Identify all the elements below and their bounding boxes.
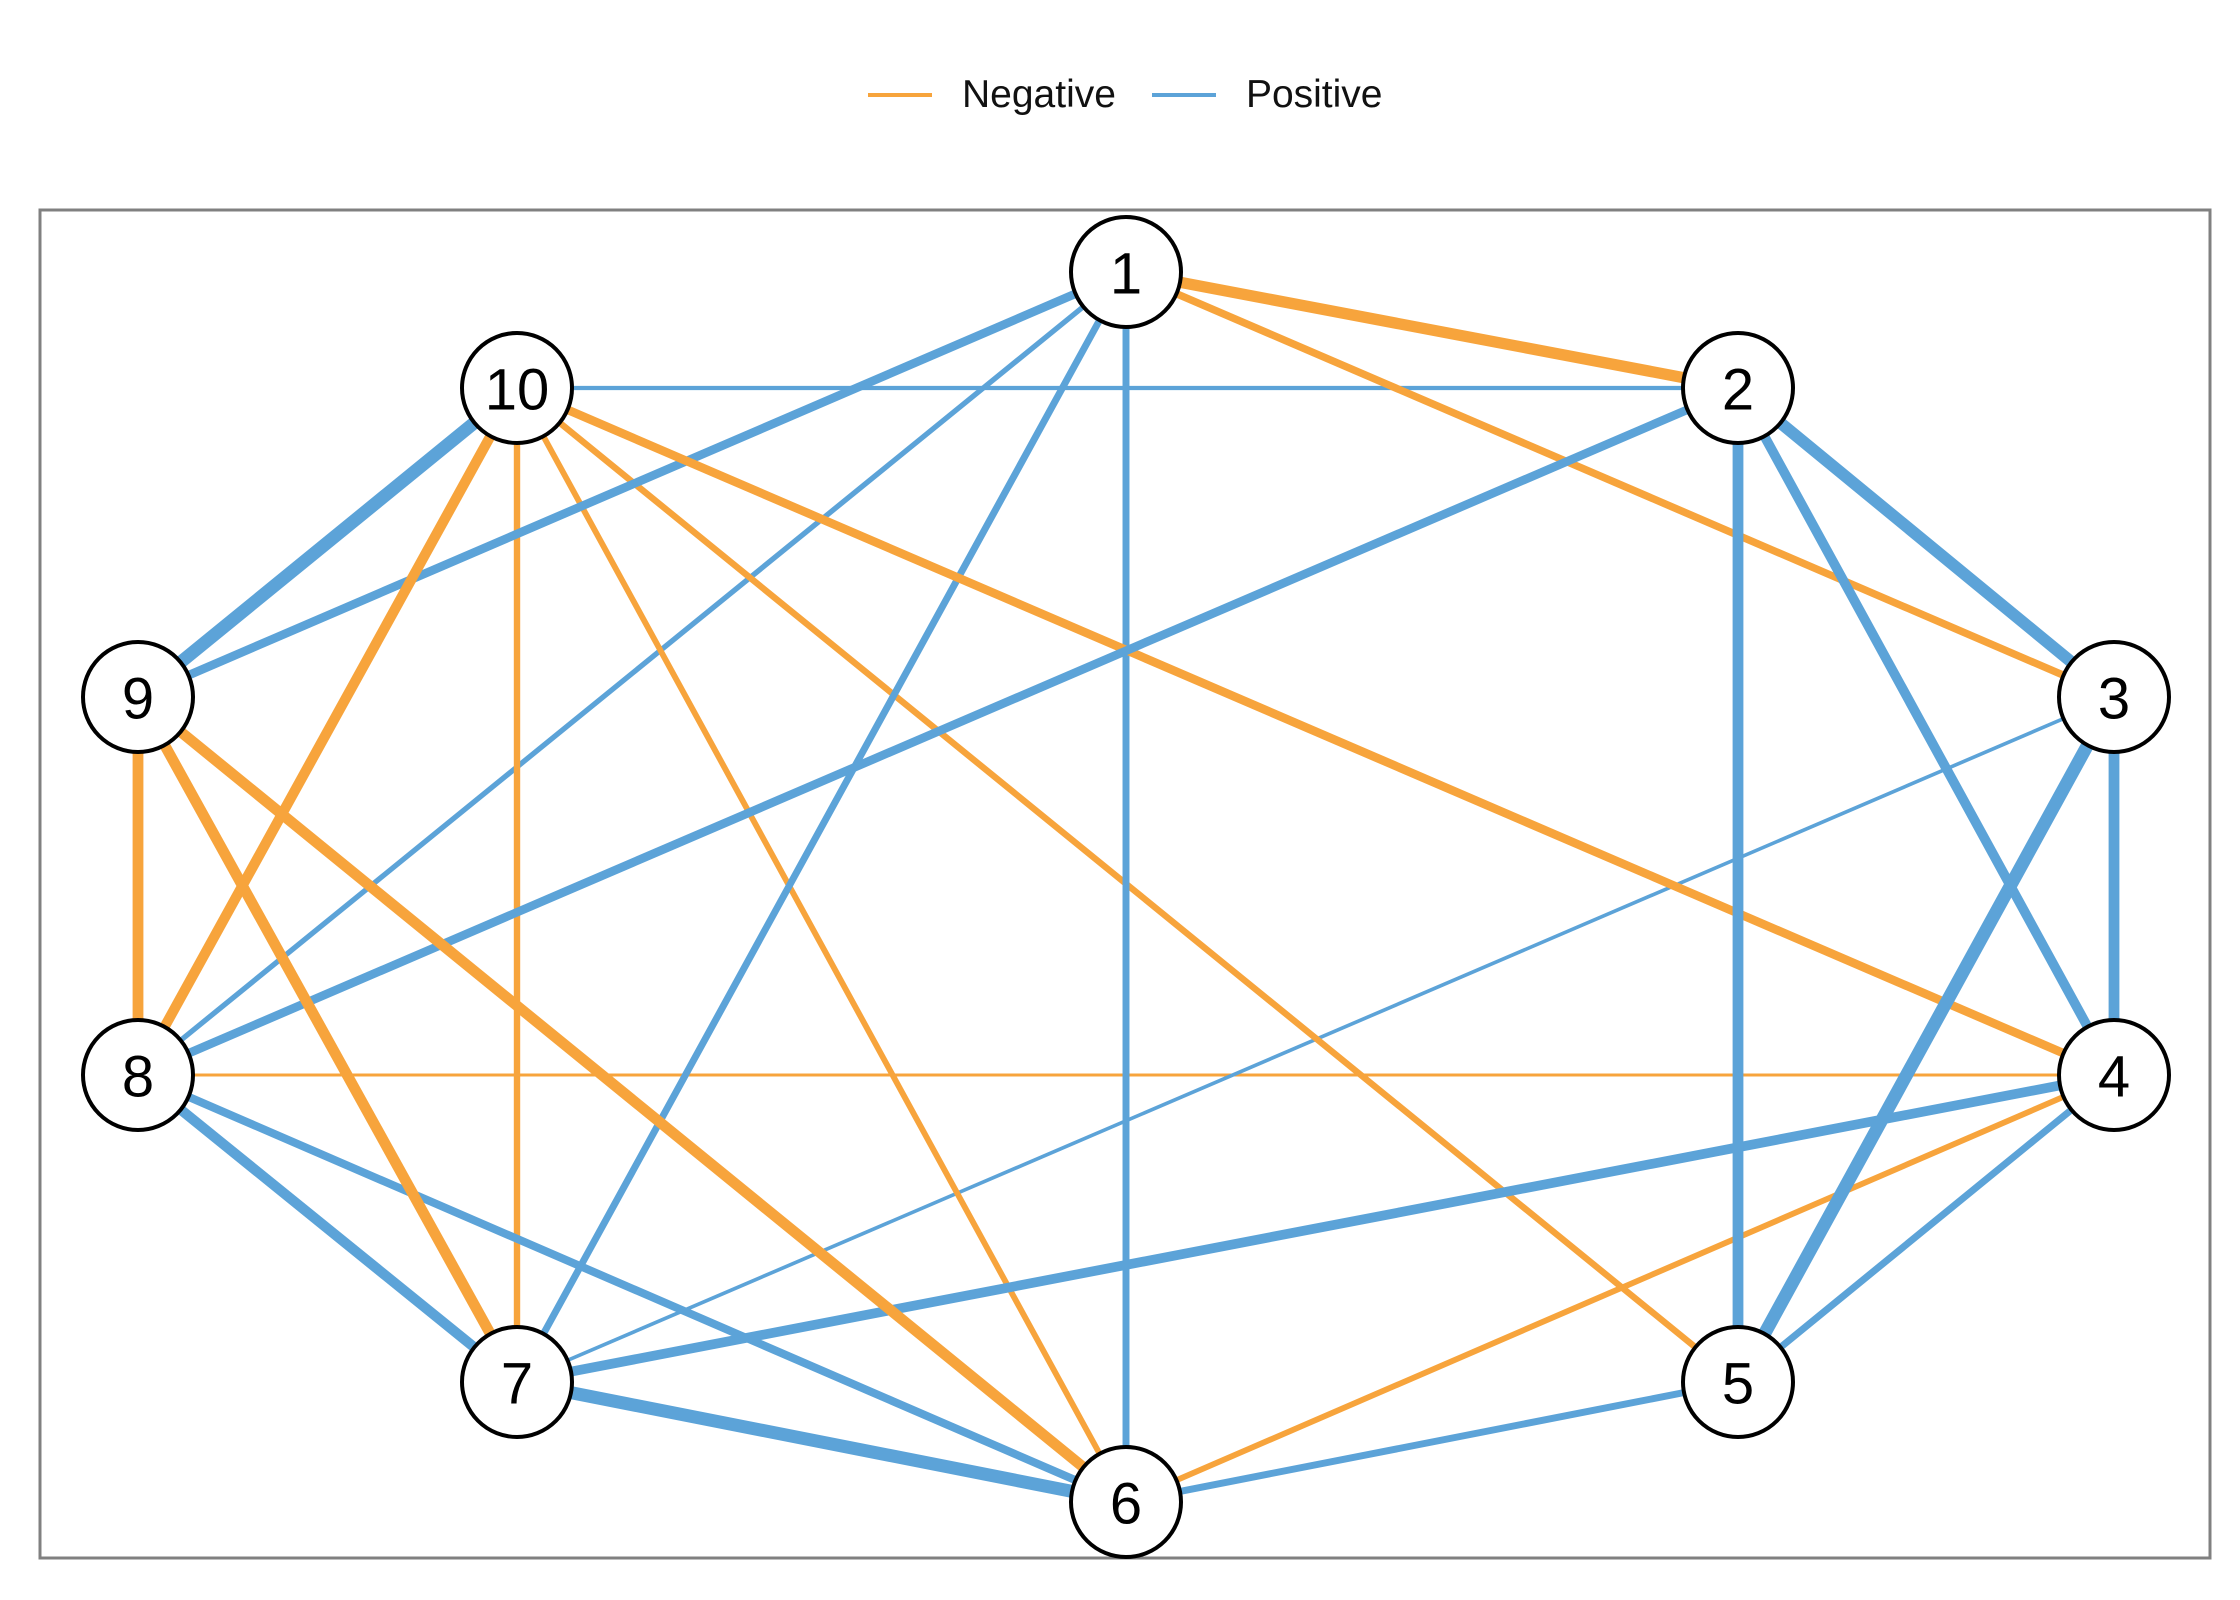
edge-2-3-positive — [1734, 383, 2118, 702]
edge-2-8-positive — [136, 384, 1740, 1079]
legend-item-negative: Negative — [868, 60, 1116, 130]
node-circle-2 — [1681, 331, 1795, 445]
edge-7-6-positive — [515, 1375, 1128, 1509]
edge-10-8-negative — [133, 385, 522, 1078]
edge-8-6-positive — [136, 1071, 1128, 1506]
edges-layer — [132, 266, 2120, 1509]
node-circle-3 — [2057, 640, 2171, 754]
legend-swatch-positive — [1151, 93, 1216, 97]
node-label-7: 7 — [501, 1352, 533, 1417]
node-label-1: 1 — [1110, 242, 1142, 307]
node-circle-1 — [1069, 215, 1183, 329]
node-8: 8 — [81, 1018, 195, 1132]
node-circle-8 — [81, 1018, 195, 1132]
legend: Negative Positive — [0, 60, 2240, 130]
edge-10-4-negative — [515, 384, 2116, 1079]
edge-1-7-positive — [513, 270, 1130, 1384]
node-1: 1 — [1069, 215, 1183, 329]
node-circle-6 — [1069, 1445, 1183, 1559]
edge-2-4-positive — [1733, 385, 2119, 1078]
legend-label-negative: Negative — [962, 73, 1116, 116]
edge-3-5-positive — [1732, 693, 2120, 1386]
node-label-10: 10 — [485, 358, 550, 423]
node-label-8: 8 — [122, 1045, 154, 1110]
node-circle-5 — [1681, 1325, 1795, 1439]
edge-1-3-negative — [1124, 268, 2116, 701]
edge-1-8-positive — [136, 269, 1128, 1078]
node-9: 9 — [81, 640, 195, 754]
node-2: 2 — [1681, 331, 1795, 445]
edge-9-7-negative — [133, 694, 522, 1385]
nodes-layer: 1 2 3 4 5 6 7 8 9 10 — [81, 215, 2171, 1559]
node-6: 6 — [1069, 1445, 1183, 1559]
node-3: 3 — [2057, 640, 2171, 754]
node-label-3: 3 — [2098, 667, 2130, 732]
node-circle-10 — [460, 331, 574, 445]
edge-4-5-positive — [1735, 1072, 2117, 1385]
node-label-5: 5 — [1722, 1352, 1754, 1417]
edge-8-7-positive — [134, 1071, 521, 1386]
node-circle-7 — [460, 1325, 574, 1439]
legend-swatch-negative — [868, 93, 932, 97]
edge-10-6-negative — [514, 386, 1129, 1504]
legend-label-positive: Positive — [1245, 73, 1383, 116]
legend-items: Negative Positive — [868, 60, 1419, 130]
legend-item-positive: Positive — [1151, 60, 1383, 130]
edge-4-7-positive — [516, 1070, 2115, 1387]
edge-1-9-positive — [136, 268, 1128, 701]
edge-1-2-negative — [1124, 266, 1740, 394]
node-10: 10 — [460, 331, 574, 445]
node-5: 5 — [1681, 1325, 1795, 1439]
edge-5-6-positive — [1125, 1378, 1739, 1506]
node-7: 7 — [460, 1325, 574, 1439]
node-label-6: 6 — [1110, 1472, 1142, 1537]
node-4: 4 — [2057, 1018, 2171, 1132]
node-circle-9 — [81, 640, 195, 754]
edge-10-9-positive — [133, 382, 522, 703]
node-label-4: 4 — [2098, 1045, 2130, 1110]
node-circle-4 — [2057, 1018, 2171, 1132]
edge-9-6-negative — [134, 692, 1130, 1507]
node-label-9: 9 — [122, 667, 154, 732]
node-label-2: 2 — [1722, 358, 1754, 423]
